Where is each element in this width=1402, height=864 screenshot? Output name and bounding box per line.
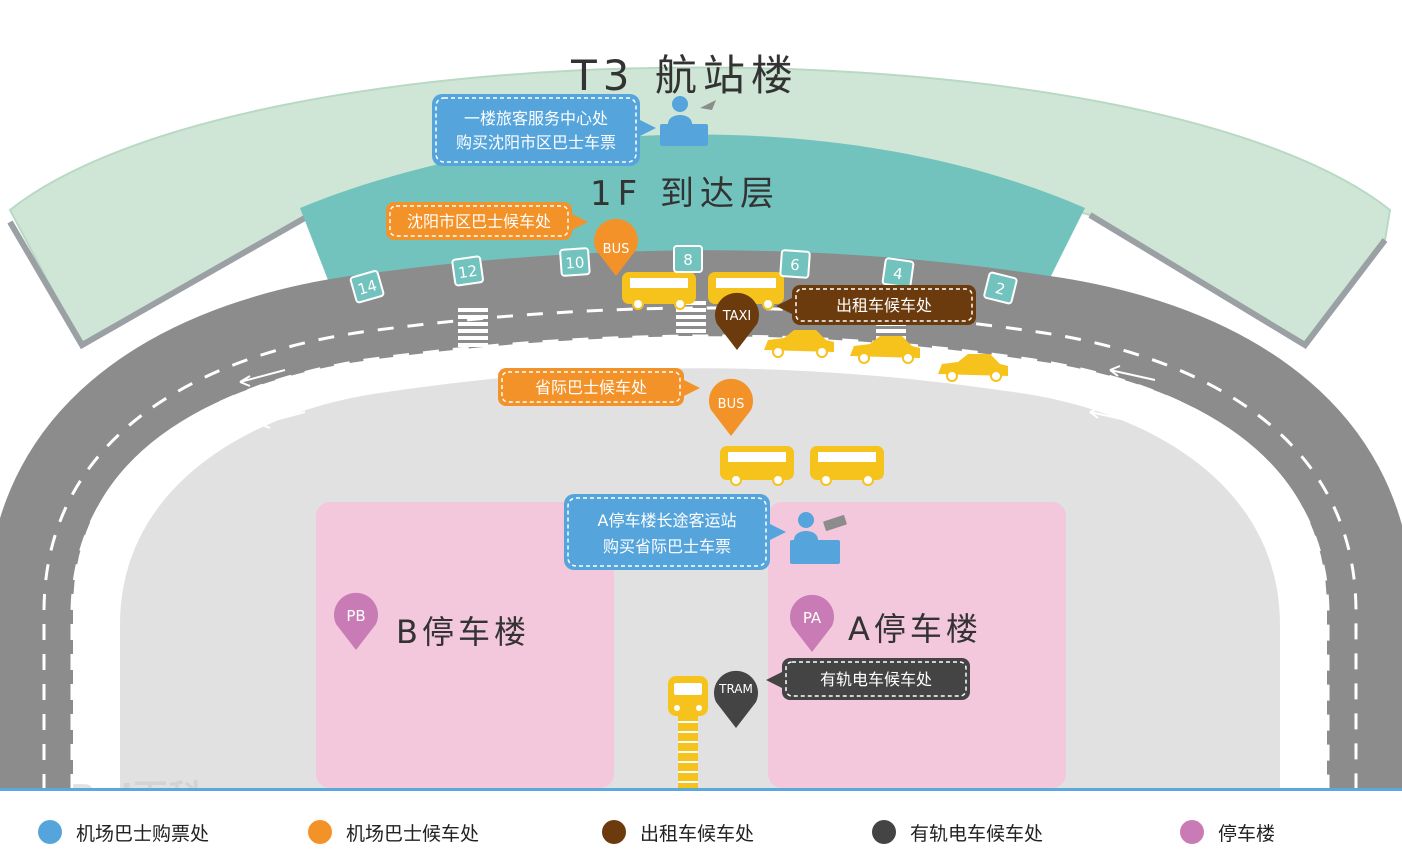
ring-road-lane-line [42,306,1358,790]
callout-text: 省际巴士候车处 [535,378,647,397]
legend-dot-icon [38,820,62,844]
gate-number: 4 [892,264,904,283]
callout-text: 沈阳市区巴士候车处 [407,212,551,231]
gate-marker[interactable]: 2 [983,271,1018,305]
taxi-pin[interactable]: TAXI [715,292,760,350]
callout-text: 出租车候车处 [836,296,932,315]
gate-marker[interactable]: 6 [779,249,811,279]
legend-dot-icon [872,820,896,844]
legend-label: 停车楼 [1218,822,1276,845]
callout-city-bus-stop[interactable]: 沈阳市区巴士候车处 [386,202,588,240]
bus-pin[interactable]: BUS [708,378,754,436]
pin-label: TRAM [718,682,753,696]
gate-marker[interactable]: 12 [451,255,484,287]
taxi-icon[interactable] [764,330,834,358]
gate-number: 8 [683,251,693,269]
callout-taxi-stop[interactable]: 出租车候车处 [776,285,976,325]
parking-a-label: A停车楼 [848,610,982,648]
terminal-title: T3 航站楼 [570,51,799,100]
tram-pin[interactable]: TRAM [713,670,759,728]
arrival-floor-label: 1F 到达层 [590,174,780,214]
gate-marker[interactable]: 14 [349,269,385,304]
terminal-building-edge [7,212,312,350]
pin-label: BUS [718,397,745,412]
callout-line-1: 一楼旅客服务中心处 [464,109,608,128]
parking-a-pin[interactable]: PA [790,594,834,652]
parking-b-pin[interactable]: PB [334,592,378,650]
callout-tram-stop[interactable]: 有轨电车候车处 [766,658,970,700]
callout-service-center[interactable]: 一楼旅客服务中心处 购买沈阳市区巴士车票 [432,94,656,166]
pin-label: PA [803,609,822,627]
bus-icon[interactable] [720,446,794,486]
callout-long-distance-station[interactable]: A停车楼长途客运站 购买省际巴士车票 [564,494,786,570]
taxi-icon[interactable] [850,336,920,364]
ring-road [0,250,1402,790]
ticket-desk-icon[interactable] [790,512,847,564]
legend-label: 出租车候车处 [640,822,755,845]
legend-item-ticket-office: 机场巴士购票处 [38,819,209,845]
legend-dot-icon [308,820,332,844]
legend: 机场巴士购票处 机场巴士候车处 出租车候车处 有轨电车候车处 停车楼 [0,788,1402,864]
direction-arrows-right [1089,365,1156,423]
parking-a-building[interactable] [768,502,1066,788]
legend-dot-icon [1180,820,1204,844]
legend-item-taxi-stop: 出租车候车处 [602,819,754,845]
parking-b-label: B停车楼 [396,613,530,651]
callout-intercity-bus-stop[interactable]: 省际巴士候车处 [498,368,700,406]
gate-marker[interactable]: 10 [559,247,591,277]
taxi-icon[interactable] [938,354,1008,382]
pin-label: TAXI [722,309,752,324]
callout-line-2: 购买省际巴士车票 [603,537,731,556]
direction-arrows-left [239,369,306,429]
gate-marker[interactable]: 8 [673,245,703,273]
bus-icon[interactable] [810,446,884,486]
gate-number: 12 [457,262,478,282]
ring-road-lane-line-2 [70,334,1330,790]
callout-text: 有轨电车候车处 [820,670,932,689]
legend-dot-icon [602,820,626,844]
legend-label: 有轨电车候车处 [910,822,1044,845]
gate-markers: 14 12 10 8 6 4 [349,245,1018,305]
gate-number: 14 [356,276,379,299]
arrival-floor [300,134,1085,298]
legend-item-parking: 停车楼 [1180,819,1275,845]
legend-label: 机场巴士购票处 [76,822,210,845]
parking-b-building[interactable] [316,502,614,788]
legend-item-bus-stop: 机场巴士候车处 [308,819,479,845]
plaza [120,368,1280,790]
gate-number: 6 [790,256,801,275]
pin-label: PB [346,607,365,625]
callout-line-2: 购买沈阳市区巴士车票 [456,133,616,152]
pin-label: BUS [603,242,630,257]
legend-label: 机场巴士候车处 [346,822,480,845]
tram-icon[interactable] [668,676,708,716]
gate-number: 10 [565,253,585,272]
terminal-building-edge-right [1088,212,1388,349]
bus-icon[interactable] [622,272,696,310]
service-desk-icon[interactable] [660,96,716,146]
gate-marker[interactable]: 4 [881,257,915,289]
callout-line-1: A停车楼长途客运站 [598,511,737,530]
legend-item-tram-stop: 有轨电车候车处 [872,819,1043,845]
tram-track [678,712,698,790]
gate-number: 2 [993,279,1007,299]
bus-pin[interactable]: BUS [594,218,638,276]
